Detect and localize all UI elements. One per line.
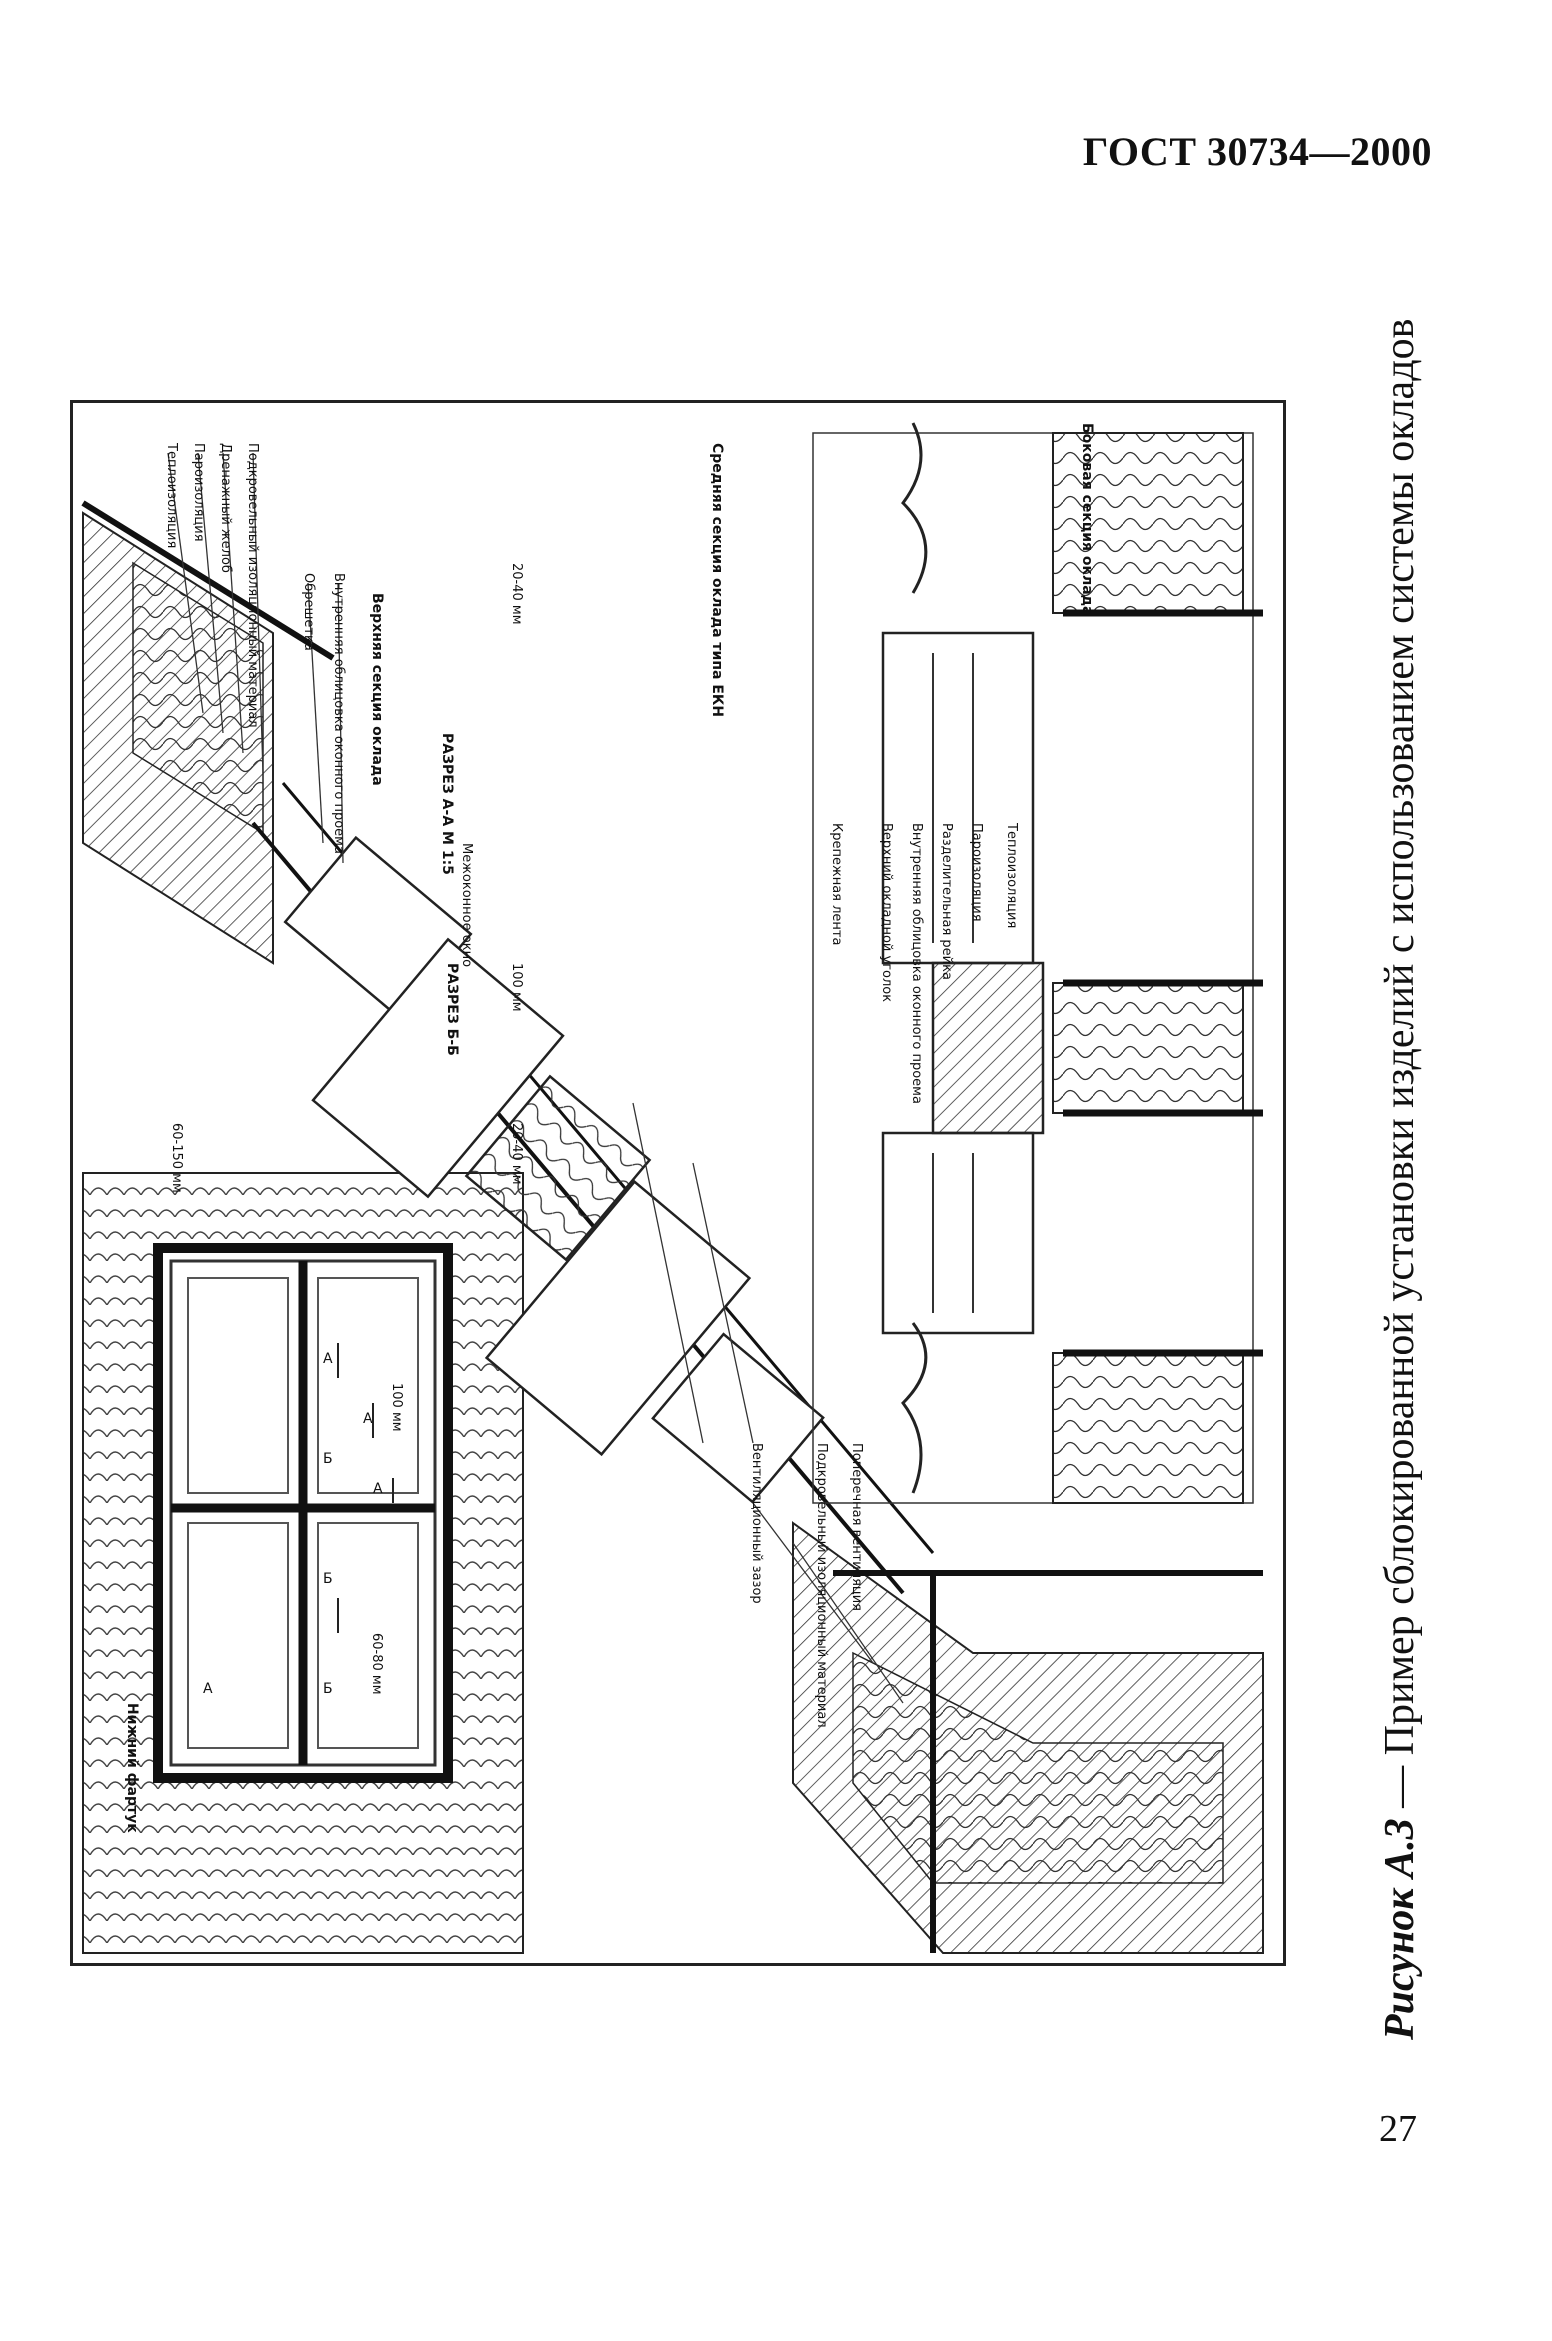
callout: Подкровельный изоляционный материал [245, 443, 260, 728]
section-aa [81, 500, 1264, 1954]
dimension-label: 60-80 мм [369, 1633, 384, 1695]
roof-elevation: А А А Б Б Б А [82, 1172, 524, 1954]
figure-caption: Рисунок А.3 — Пример сблокированной уста… [1376, 318, 1424, 2040]
elevation-mark: Б [323, 1571, 333, 1587]
callout: Внутренняя облицовка оконного проема [909, 823, 924, 1104]
elevation-mark: А [373, 1481, 383, 1497]
callout: Внутренняя облицовка оконного проема [331, 573, 346, 854]
caption-text: Пример сблокированной установки изделий … [1377, 318, 1423, 1756]
technical-drawing: А А А Б Б Б А [81, 422, 1264, 1954]
elevation-mark: А [323, 1351, 333, 1367]
callout: Дренажный желоб [218, 443, 233, 573]
dimension-label: 100 мм [509, 963, 524, 1012]
document-id: ГОСТ 30734—2000 [1082, 129, 1432, 174]
lower-apron-label: Нижний фартук [124, 1703, 140, 1833]
figure-drawing: А А А Б Б Б А [70, 400, 1286, 1966]
elevation-mark: А [203, 1681, 213, 1697]
section-bb-label: РАЗРЕЗ Б-Б [444, 963, 460, 1056]
elevation-mark: А [363, 1411, 373, 1427]
upper-section-label: Верхняя секция оклада [369, 593, 385, 786]
section-aa-label: РАЗРЕЗ А-А М 1:5 [439, 733, 455, 875]
page-number: 27 [1379, 2108, 1417, 2150]
callout: Пароизоляция [191, 443, 206, 542]
section-labels: РАЗРЕЗ А-А М 1:5 РАЗРЕЗ Б-Б Средняя секц… [124, 423, 1095, 1833]
middle-section-label: Средняя секция оклада типа ЕКН [709, 443, 725, 717]
callout: Теплоизоляция [1004, 822, 1019, 928]
callout: Теплоизоляция [164, 442, 179, 548]
dimension-label: 20-40 мм [509, 1123, 524, 1185]
callouts: Теплоизоляция Пароизоляция Дренажный жел… [164, 442, 1019, 1728]
callout: Подкровельный изоляционный материал [814, 1443, 829, 1728]
elevation-mark: Б [323, 1681, 333, 1697]
section-bb [812, 422, 1263, 1504]
side-section-label: Боковая секция оклада [1079, 423, 1095, 616]
figure-number: Рисунок А.3 [1377, 1818, 1423, 2040]
leader-lines [167, 452, 904, 1704]
dimension-label: 20-40 мм [509, 563, 524, 625]
callout: Верхний окладной уголок [879, 823, 894, 1002]
figure-caption-container: Рисунок А.3 — Пример сблокированной уста… [1340, 318, 1460, 2040]
caption-dash: — [1377, 1755, 1423, 1819]
callout: Межоконное окно [459, 843, 474, 967]
dimension-label: 60-150 мм [169, 1123, 184, 1193]
callout: Вентиляционный зазор [749, 1443, 764, 1604]
callout: Обрешетка [301, 573, 316, 651]
elevation-mark: Б [323, 1451, 333, 1467]
callout: Пароизоляция [969, 823, 984, 922]
callout: Разделительная рейка [939, 823, 954, 980]
callout: Поперечная вентиляция [849, 1443, 864, 1611]
callout: Крепежная лента [829, 823, 844, 945]
dimensions: 60-150 мм 100 мм 60-80 мм 20-40 мм 100 м… [169, 563, 524, 1695]
dimension-label: 100 мм [389, 1383, 404, 1432]
